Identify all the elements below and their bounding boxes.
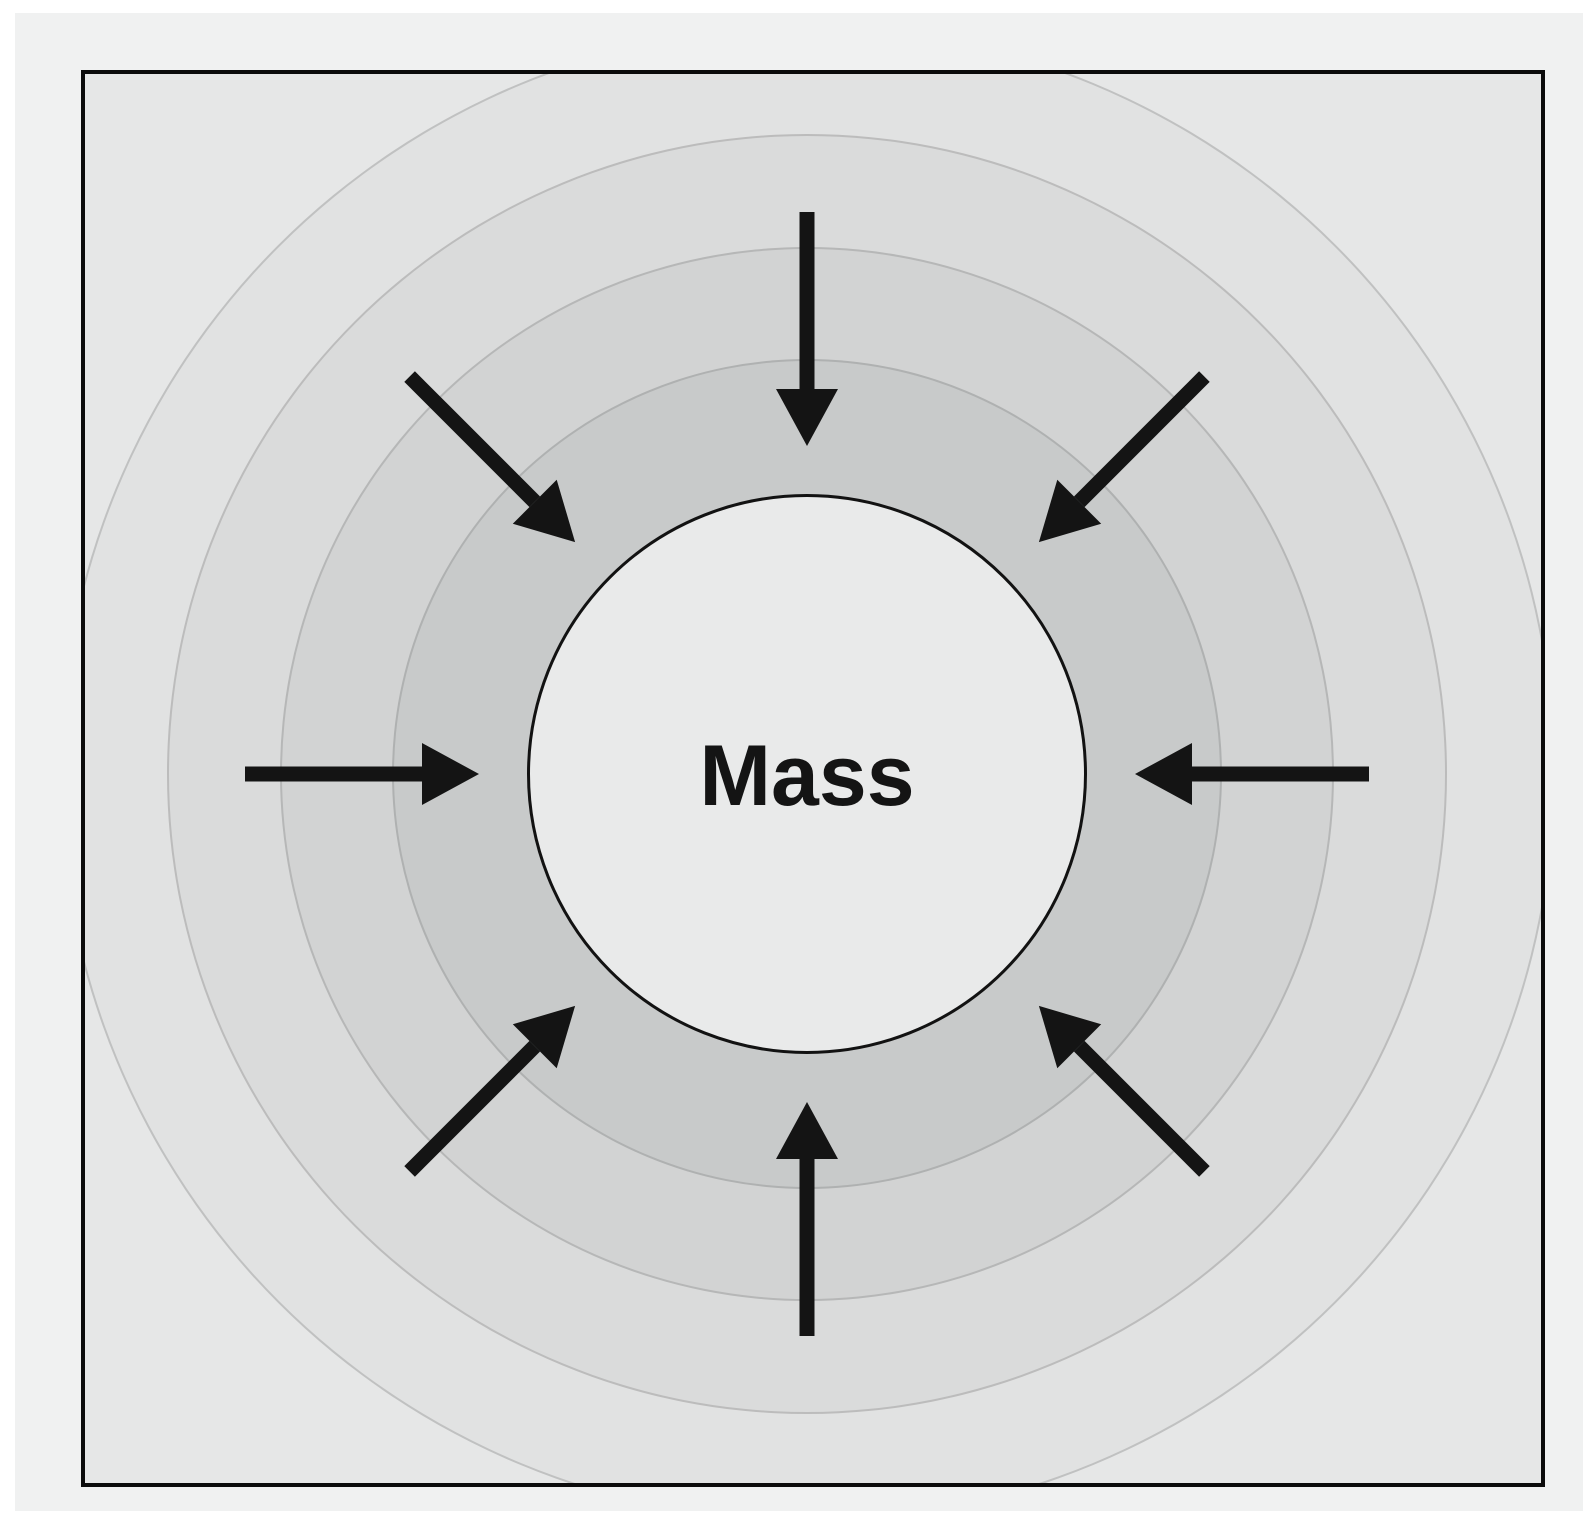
mass-label: Mass [699,728,915,824]
mass-circle: Mass [527,494,1087,1054]
diagram-frame: Mass [81,70,1545,1487]
outer-panel: Mass [15,13,1583,1511]
